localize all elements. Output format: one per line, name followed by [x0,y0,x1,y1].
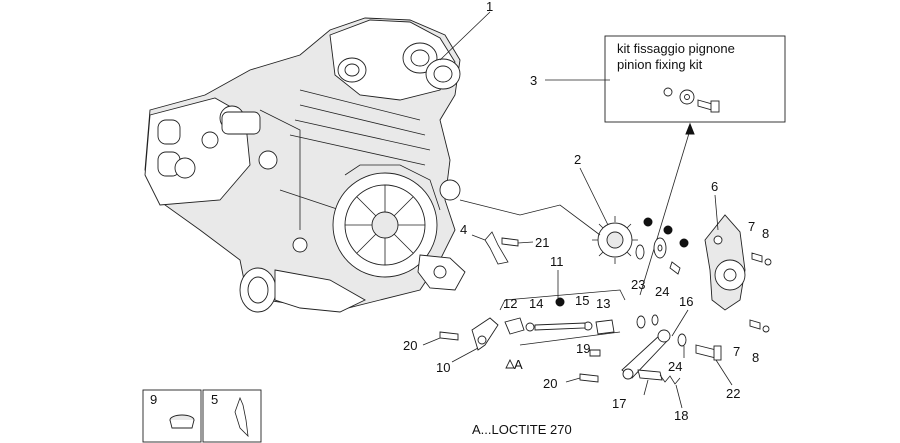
kit-title-english: pinion fixing kit [617,57,703,72]
callout-13: 13 [596,296,610,311]
callout-7-lower: 7 [733,344,740,359]
callout-11: 11 [550,254,564,269]
separate-parts-boxes [142,389,262,443]
kit-arrow-line [639,129,691,296]
drive-sprocket [592,216,638,264]
callout-10: 10 [436,360,450,375]
loctite-marker: A [514,357,523,372]
pinion-fixing-kit-box: kit fissaggio pignone pinion fixing kit [604,35,786,123]
callout-7-upper: 7 [748,219,755,234]
callout-21: 21 [535,235,549,250]
hose-clip [484,231,519,265]
callout-18: 18 [674,408,688,423]
kit-title-italian: kit fissaggio pignone [617,41,735,56]
callout-23: 23 [631,277,645,292]
leader-lines [422,11,733,409]
callout-15: 15 [575,293,589,308]
loctite-legend-note: A...LOCTITE 270 [472,422,572,437]
callout-20-left: 20 [403,338,417,353]
callout-14: 14 [529,296,543,311]
callout-3: 3 [530,73,537,88]
callout-8-upper: 8 [762,226,769,241]
callout-16: 16 [679,294,693,309]
callout-1: 1 [486,0,493,14]
callout-2: 2 [574,152,581,167]
callout-4: 4 [460,222,467,237]
sprocket-cover [704,214,772,333]
kit-arrow-head [685,122,695,135]
gear-shift-linkage [439,289,722,385]
callout-19: 19 [576,341,590,356]
callout-17: 17 [612,396,626,411]
callout-20-lower: 20 [543,376,557,391]
callout-labels: 1 2 3 4 5 6 7 7 8 8 9 10 11 12 13 14 15 … [150,0,769,423]
callout-8-lower: 8 [752,350,759,365]
callout-9: 9 [150,392,157,407]
callout-24-lower: 24 [668,359,682,374]
callout-24-upper: 24 [655,284,669,299]
callout-5: 5 [211,392,218,407]
callout-6: 6 [711,179,718,194]
engine-assembly [144,17,466,313]
sprocket-fixing-parts [459,199,689,275]
callout-12: 12 [503,296,517,311]
callout-22: 22 [726,386,740,401]
